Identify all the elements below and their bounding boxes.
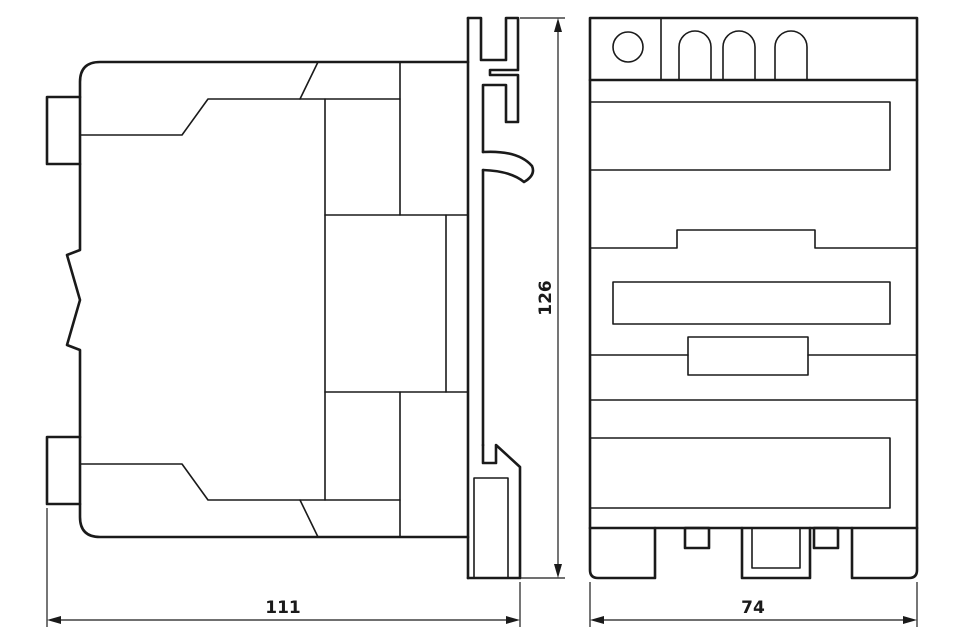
front-view-body-outline (588, 16, 919, 530)
front-view-bottom-terminal (740, 526, 812, 580)
front-width-arrow-right (903, 616, 917, 624)
screw-hole-icon (612, 31, 644, 63)
front-view-label-window-middle (612, 281, 891, 325)
side-view-body-outline (65, 60, 470, 539)
front-view-bottom-terminal (850, 526, 919, 580)
height-arrow-top (554, 18, 562, 32)
side-view-bottom-terminal (45, 435, 82, 506)
din-rail (466, 16, 535, 580)
front-view (588, 16, 919, 580)
din-rail-clip-hook (481, 150, 535, 184)
side-width-dimension: 111 (46, 508, 521, 627)
front-view-label-window-bottom (589, 437, 891, 509)
front-width-arrow-left (590, 616, 604, 624)
side-view (45, 60, 470, 539)
terminal-arch-icon (678, 30, 712, 81)
front-view-step-profile (589, 229, 918, 249)
front-width-dimension: 74 (589, 582, 918, 627)
side-width-arrow-right (506, 616, 520, 624)
front-width-dimension-label: 74 (741, 598, 765, 618)
front-view-small-terminal (683, 526, 711, 550)
front-view-small-terminal (812, 526, 840, 550)
side-width-arrow-left (47, 616, 61, 624)
side-view-upper-contour (79, 61, 319, 136)
din-rail-top-profile (466, 16, 520, 154)
din-rail-latch (473, 477, 509, 579)
terminal-arch-icon (774, 30, 808, 81)
front-view-indicator-window (687, 336, 809, 376)
height-arrow-bottom (554, 564, 562, 578)
side-view-lower-contour (79, 463, 319, 538)
terminal-arch-icon (722, 30, 756, 81)
front-view-label-window-top (589, 101, 891, 171)
front-view-bottom-terminal (588, 526, 657, 580)
din-rail-bottom-clip (466, 443, 522, 580)
side-width-dimension-label: 111 (265, 598, 301, 618)
side-view-top-terminal (45, 95, 82, 166)
height-dimension: 126 (520, 17, 565, 579)
height-dimension-label: 126 (536, 280, 556, 316)
front-view-terminal-slot (751, 527, 801, 569)
